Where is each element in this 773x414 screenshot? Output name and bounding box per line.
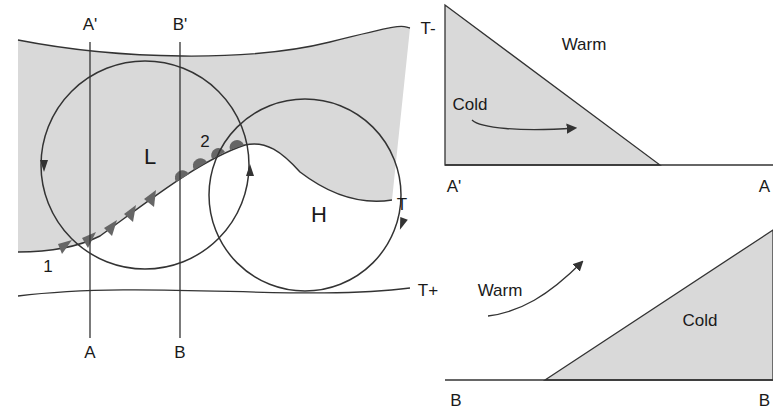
cold-wedge xyxy=(445,5,660,165)
isotherm-label: T xyxy=(397,196,407,213)
section-line xyxy=(89,42,90,338)
section-line xyxy=(179,42,180,338)
cold-wedge xyxy=(545,230,773,380)
callout-number: 1 xyxy=(43,258,52,275)
section-label: B' xyxy=(173,16,188,33)
air-mass-label: Warm xyxy=(562,36,607,53)
ground-line xyxy=(445,379,773,380)
cold-front-symbols xyxy=(58,190,156,254)
section-label: A' xyxy=(447,178,462,195)
front-line xyxy=(18,144,392,252)
section-label: A xyxy=(84,344,95,361)
isotherm-label: T- xyxy=(420,20,435,37)
section-label: B xyxy=(174,344,185,361)
section-label: A' xyxy=(83,16,98,33)
air-mass-label: Cold xyxy=(453,96,488,113)
pressure-circle: L xyxy=(40,60,250,270)
isotherm xyxy=(18,26,410,56)
isotherm-label: T+ xyxy=(418,282,438,299)
pressure-symbol: L xyxy=(144,146,156,168)
air-mass-label: Warm xyxy=(478,282,523,299)
ground-line xyxy=(445,164,773,165)
air-flow-arrow xyxy=(472,120,575,130)
section-label: B xyxy=(759,392,770,409)
callout-number: 2 xyxy=(200,133,209,150)
isotherm xyxy=(18,288,410,296)
section-label: B xyxy=(450,392,461,409)
flow-arrowhead xyxy=(246,164,254,176)
cold-region xyxy=(18,26,410,252)
air-mass-label: Cold xyxy=(683,312,718,329)
circle-outline xyxy=(208,98,402,292)
pressure-symbol: H xyxy=(311,204,327,226)
pressure-circle: H xyxy=(208,98,402,292)
section-label: A xyxy=(759,178,770,195)
